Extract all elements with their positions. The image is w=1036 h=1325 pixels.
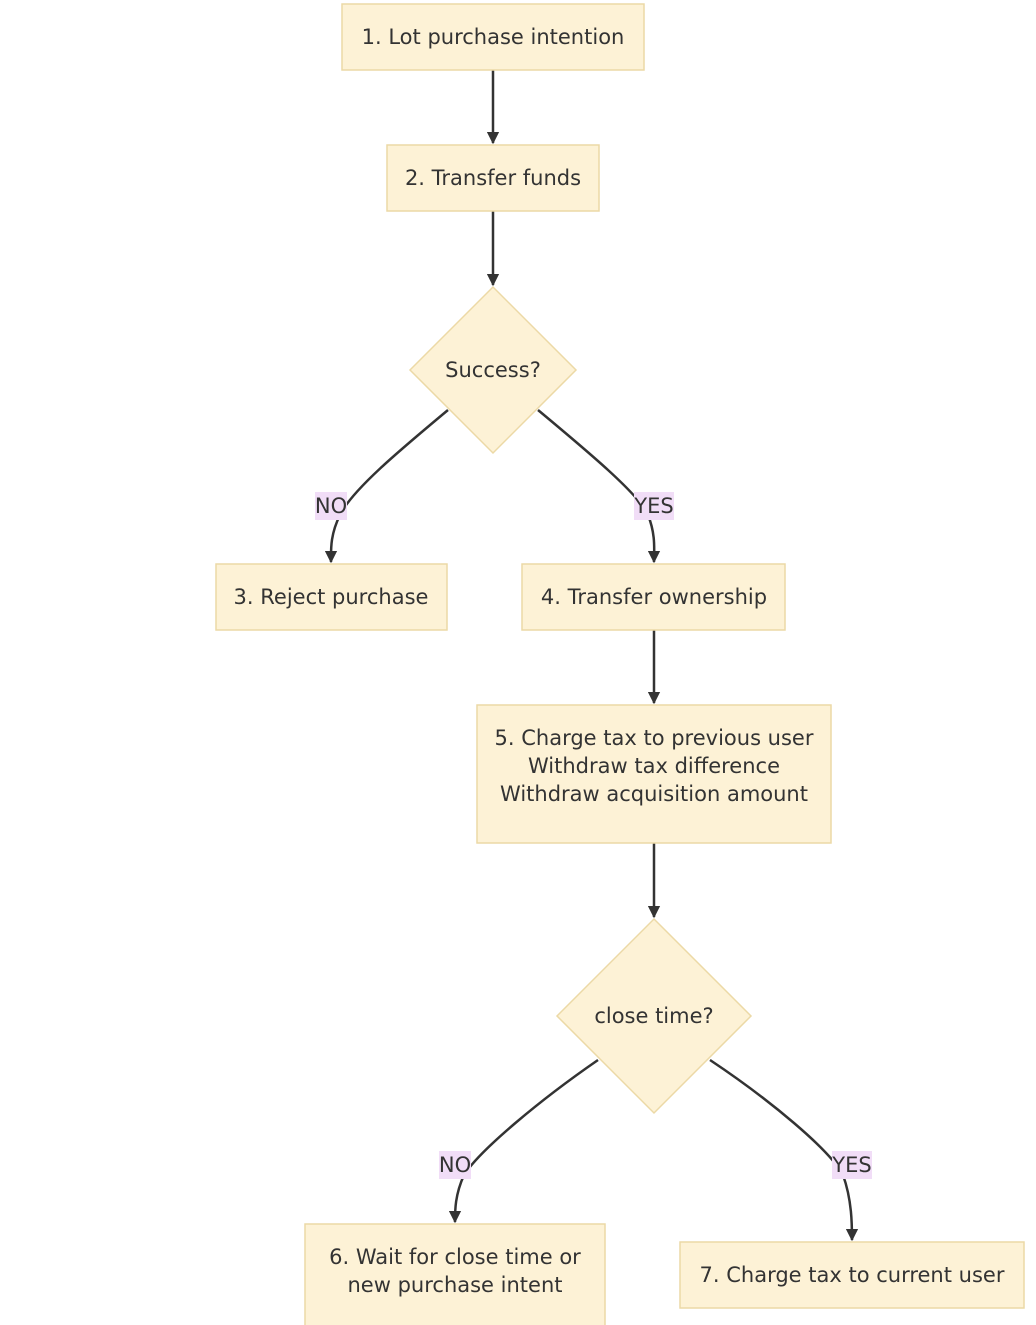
node-transfer-ownership: 4. Transfer ownership: [521, 563, 786, 631]
nodes: 1. Lot purchase intention 2. Transfer fu…: [215, 3, 1025, 1325]
node-label: 7. Charge tax to current user: [700, 1263, 1005, 1287]
node-box: [304, 1223, 606, 1325]
edge-close-no-to-wait: [448, 1058, 599, 1224]
node-label-line: 3. Reject purchase: [234, 585, 429, 609]
node-label: 4. Transfer ownership: [541, 585, 767, 609]
edge-label-close-yes: YES: [831, 1153, 871, 1177]
edges: [324, 70, 859, 1242]
node-label: 1. Lot purchase intention: [362, 25, 625, 49]
node-charge-tax-current-user: 7. Charge tax to current user: [679, 1241, 1025, 1309]
edge-label-close-no: NO: [439, 1153, 471, 1177]
node-transfer-funds: 2. Transfer funds: [386, 144, 600, 212]
node-label-line: 1. Lot purchase intention: [362, 25, 625, 49]
edge-label-bg: [439, 1151, 471, 1179]
edge-label-success-yes: YES: [633, 494, 673, 518]
node-box: [215, 563, 448, 631]
node-label-line: 5. Charge tax to previous user: [495, 726, 814, 750]
edge-label-bg: [315, 492, 347, 520]
node-label: 2. Transfer funds: [405, 166, 581, 190]
node-wait-close-time: 6. Wait for close time or new purchase in…: [304, 1223, 606, 1325]
node-label-line: 7. Charge tax to current user: [700, 1263, 1005, 1287]
edge-success-no-to-reject: [324, 409, 449, 564]
node-label-line: 4. Transfer ownership: [541, 585, 767, 609]
decision-diamond: [555, 917, 753, 1115]
node-label: 6. Wait for close time or new purchase in…: [329, 1245, 581, 1297]
node-label-line: Success?: [445, 358, 541, 382]
decision-label: close time?: [594, 1004, 713, 1028]
edge-success-yes-to-transfer-ownership: [537, 409, 661, 564]
decision-success: Success?: [408, 285, 578, 455]
node-label: 3. Reject purchase: [234, 585, 429, 609]
decision-label: Success?: [445, 358, 541, 382]
node-label-line: 6. Wait for close time or: [329, 1245, 581, 1269]
edge-label-success-no: NO: [315, 494, 347, 518]
node-label-line: 2. Transfer funds: [405, 166, 581, 190]
node-label-line: Withdraw acquisition amount: [500, 782, 808, 806]
edge-close-yes-to-charge-current: [709, 1058, 859, 1242]
node-label-line: Withdraw tax difference: [528, 754, 780, 778]
node-reject-purchase: 3. Reject purchase: [215, 563, 448, 631]
node-box: [386, 144, 600, 212]
node-box: [521, 563, 786, 631]
node-box: [341, 3, 645, 71]
edge-label-bg: [832, 1151, 872, 1179]
decision-close-time: close time?: [555, 917, 753, 1115]
node-lot-purchase-intention: 1. Lot purchase intention: [341, 3, 645, 71]
edge-labels: NO YES NO YES: [315, 492, 872, 1179]
edge-label-bg: [634, 492, 674, 520]
node-box: [476, 704, 832, 844]
node-label-line: close time?: [594, 1004, 713, 1028]
decision-diamond: [408, 285, 578, 455]
node-box: [679, 1241, 1025, 1309]
node-label-line: new purchase intent: [348, 1273, 563, 1297]
